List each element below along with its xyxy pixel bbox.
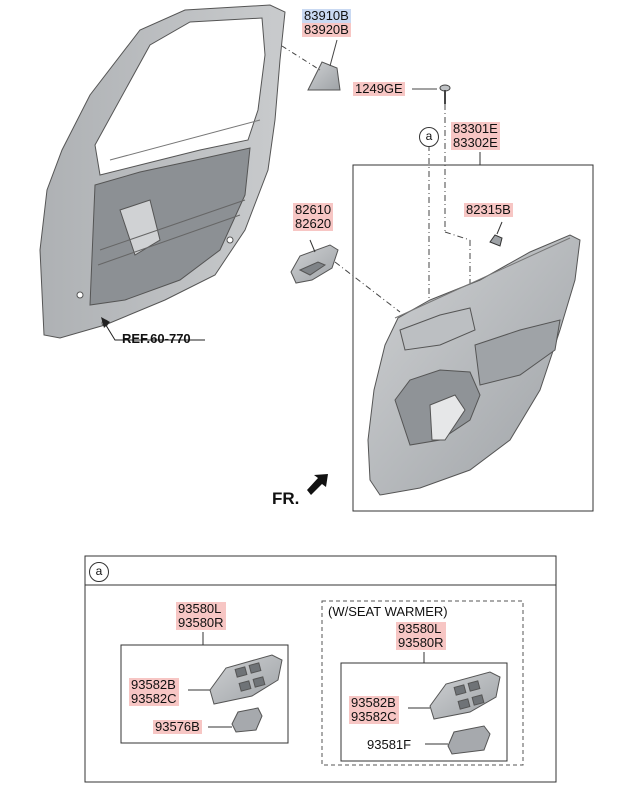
part-label-82620[interactable]: 82620 <box>293 216 334 231</box>
part-label-std-93582b[interactable]: 93582B <box>129 678 179 692</box>
part-label-83910b[interactable]: 83910B <box>302 8 351 23</box>
warmer-group-dashed <box>321 600 524 766</box>
part-label-83920b[interactable]: 83920B <box>302 22 351 37</box>
part-label-std-93580l[interactable]: 93580L <box>176 602 226 616</box>
front-direction-arrow <box>307 474 328 495</box>
corner-trim-piece <box>307 61 341 91</box>
label-stack-trim-clip: 83910B 83920B <box>302 9 351 37</box>
ref-note-arrowhead <box>101 317 110 328</box>
detail-a-frame <box>84 555 557 783</box>
std-switch-box <box>120 644 289 744</box>
detail-a-marker: a <box>419 127 439 147</box>
std-window-switch-drawing <box>188 654 283 705</box>
part-label-std-93580r[interactable]: 93580R <box>176 615 226 630</box>
front-label: FR. <box>272 489 300 508</box>
part-label-warmer-93581f[interactable]: 93581F <box>365 737 414 752</box>
part-label-warmer-93582b[interactable]: 93582B <box>349 696 399 710</box>
part-label-std-93582c[interactable]: 93582C <box>129 691 179 706</box>
ref-note-leader <box>103 321 205 341</box>
door-frame-drawing <box>39 4 286 339</box>
warmer-button-drawing <box>425 725 491 755</box>
label-stack-inside-handle: 82610 82620 <box>293 202 334 231</box>
part-label-warmer-93582c[interactable]: 93582C <box>349 709 399 724</box>
label-stack-door-trim: 83301E 83302E <box>451 122 500 150</box>
door-trim-panel-drawing <box>367 234 581 496</box>
part-label-warmer-93580l[interactable]: 93580L <box>396 622 446 636</box>
label-stack-std-cover: 93582B 93582C <box>129 678 179 706</box>
door-trim-box <box>352 164 594 512</box>
part-label-83302e[interactable]: 83302E <box>451 135 500 150</box>
part-label-83301e[interactable]: 83301E <box>451 121 500 136</box>
clip-drawing <box>489 221 503 247</box>
std-button-drawing <box>208 707 263 733</box>
detail-a-frame-marker: a <box>89 562 109 582</box>
label-stack-std-switch: 93580L 93580R <box>176 602 226 630</box>
corner-trim-leader <box>281 45 321 71</box>
part-label-82610[interactable]: 82610 <box>293 202 334 217</box>
label-stack-warmer-cover: 93582B 93582C <box>349 696 399 724</box>
part-label-warmer-93580r[interactable]: 93580R <box>396 635 446 650</box>
seat-warmer-title: (W/SEAT WARMER) <box>328 604 448 619</box>
part-label-std-93576b[interactable]: 93576B <box>153 719 202 734</box>
part-label-1249ge[interactable]: 1249GE <box>353 81 405 96</box>
part-label-82315b[interactable]: 82315B <box>464 202 513 217</box>
inside-handle-drawing <box>290 239 401 313</box>
label-stack-warmer-switch: 93580L 93580R <box>396 622 446 650</box>
warmer-window-switch-drawing <box>408 671 501 720</box>
ref-note[interactable]: REF.60-770 <box>122 331 191 346</box>
